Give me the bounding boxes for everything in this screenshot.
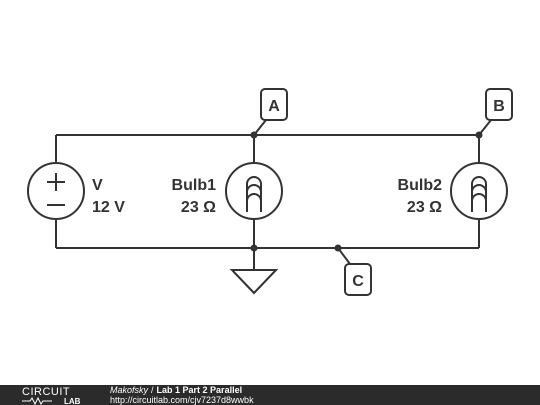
circuitlab-logo[interactable]: CIRCUIT LAB bbox=[0, 385, 100, 405]
bulb1[interactable] bbox=[225, 162, 283, 220]
logo-top-text: CIRCUIT bbox=[22, 386, 70, 398]
bulb1-name: Bulb1 bbox=[172, 177, 217, 194]
node-a-text: A bbox=[268, 98, 280, 115]
circuit-schematic: V 12 V Bulb1 23 Ω Bulb2 23 Ω A B C bbox=[27, 88, 513, 296]
author-link[interactable]: Makofsky bbox=[110, 385, 149, 395]
bulb2[interactable] bbox=[450, 162, 508, 220]
circuit-meta: Makofsky/Lab 1 Part 2 Parallel http://ci… bbox=[100, 385, 254, 405]
ground-icon[interactable] bbox=[229, 269, 279, 295]
node-label-c[interactable]: C bbox=[337, 247, 372, 296]
node-label-b[interactable]: B bbox=[478, 88, 513, 136]
source-value: 12 V bbox=[92, 199, 125, 216]
circuit-title[interactable]: Lab 1 Part 2 Parallel bbox=[156, 385, 243, 395]
bulb1-value: 23 Ω bbox=[181, 199, 216, 216]
bulb2-name: Bulb2 bbox=[398, 177, 443, 194]
circuit-url[interactable]: http://circuitlab.com/cjv7237d8wwbk bbox=[110, 395, 254, 405]
bulb1-body bbox=[225, 162, 283, 220]
node-a-tag bbox=[260, 88, 288, 121]
source-name: V bbox=[92, 177, 103, 194]
node-b-tag bbox=[485, 88, 513, 121]
wires bbox=[55, 134, 480, 269]
circuit-meta-line: Makofsky/Lab 1 Part 2 Parallel bbox=[110, 385, 254, 395]
junction-dot-ground bbox=[250, 244, 258, 252]
bulb2-value: 23 Ω bbox=[407, 199, 442, 216]
logo-bottom-text: LAB bbox=[64, 397, 81, 405]
resistor-zigzag-icon bbox=[22, 396, 52, 405]
node-c-leader bbox=[337, 247, 351, 265]
bulb1-filament-icon bbox=[246, 176, 262, 212]
bulb2-filament-icon bbox=[471, 176, 487, 212]
node-c-tag bbox=[344, 263, 372, 296]
footer-bar: CIRCUIT LAB Makofsky/Lab 1 Part 2 Parall… bbox=[0, 385, 540, 405]
node-b-text: B bbox=[493, 98, 505, 115]
node-label-a[interactable]: A bbox=[253, 88, 288, 136]
node-a-leader bbox=[253, 119, 267, 136]
bulb2-body bbox=[450, 162, 508, 220]
circuitlab-logo-icon: CIRCUIT LAB bbox=[22, 386, 81, 405]
voltage-source[interactable] bbox=[27, 162, 85, 220]
node-c-text: C bbox=[352, 273, 364, 290]
node-b-leader bbox=[478, 119, 492, 136]
meta-separator: / bbox=[151, 385, 154, 395]
